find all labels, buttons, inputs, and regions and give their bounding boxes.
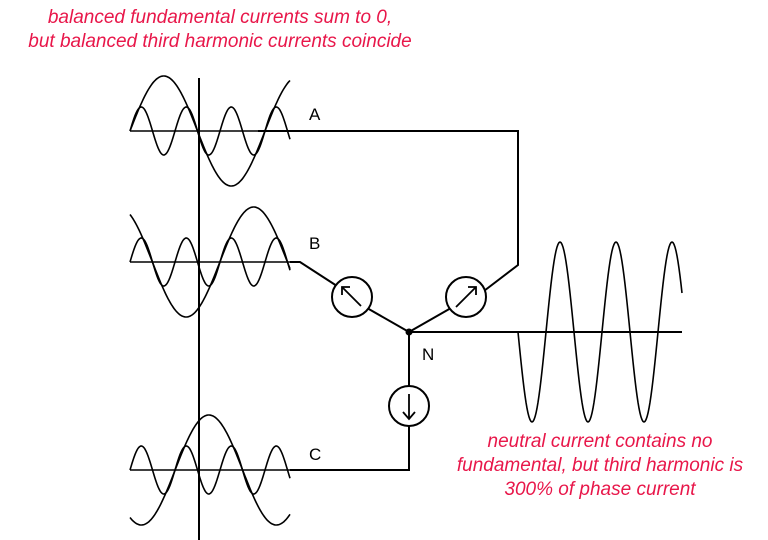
- arrow-icon: [455, 286, 477, 308]
- phase-a-current-source: [445, 276, 487, 318]
- neutral-junction-node: [405, 328, 413, 336]
- bottom-caption-line-2: fundamental, but third harmonic is: [456, 455, 744, 476]
- phase-b-current-source: [331, 276, 373, 318]
- top-caption-line-2: but balanced third harmonic currents coi…: [28, 31, 412, 52]
- phase-c-current-source: [388, 385, 430, 427]
- phase-a-third-harmonic-wave: [129, 106, 291, 156]
- top-caption: balanced fundamental currents sum to 0, …: [0, 6, 440, 54]
- phase-c-wire: [290, 426, 410, 471]
- neutral-label: N: [422, 345, 434, 364]
- phase-b-wire: [290, 261, 338, 287]
- top-caption-line-1: balanced fundamental currents sum to 0,: [47, 7, 393, 28]
- phase-c-fundamental-wave: [129, 414, 291, 526]
- phase-b-third-harmonic-wave: [129, 237, 291, 287]
- bottom-caption-line-1: neutral current contains no: [487, 431, 713, 452]
- neutral-current-wave: [517, 241, 683, 423]
- phase-b-label: B: [309, 234, 320, 253]
- branch-b-to-neutral: [366, 307, 410, 333]
- phase-c-third-harmonic-wave: [129, 445, 291, 495]
- phase-a-wire: [258, 130, 519, 295]
- branch-a-to-neutral: [408, 307, 452, 333]
- phase-c-label: C: [309, 445, 321, 464]
- bottom-caption-line-3: 300% of phase current: [504, 479, 696, 500]
- phase-a-label: A: [309, 105, 321, 124]
- arrow-icon: [341, 286, 362, 307]
- bottom-caption: neutral current contains no fundamental,…: [432, 430, 768, 502]
